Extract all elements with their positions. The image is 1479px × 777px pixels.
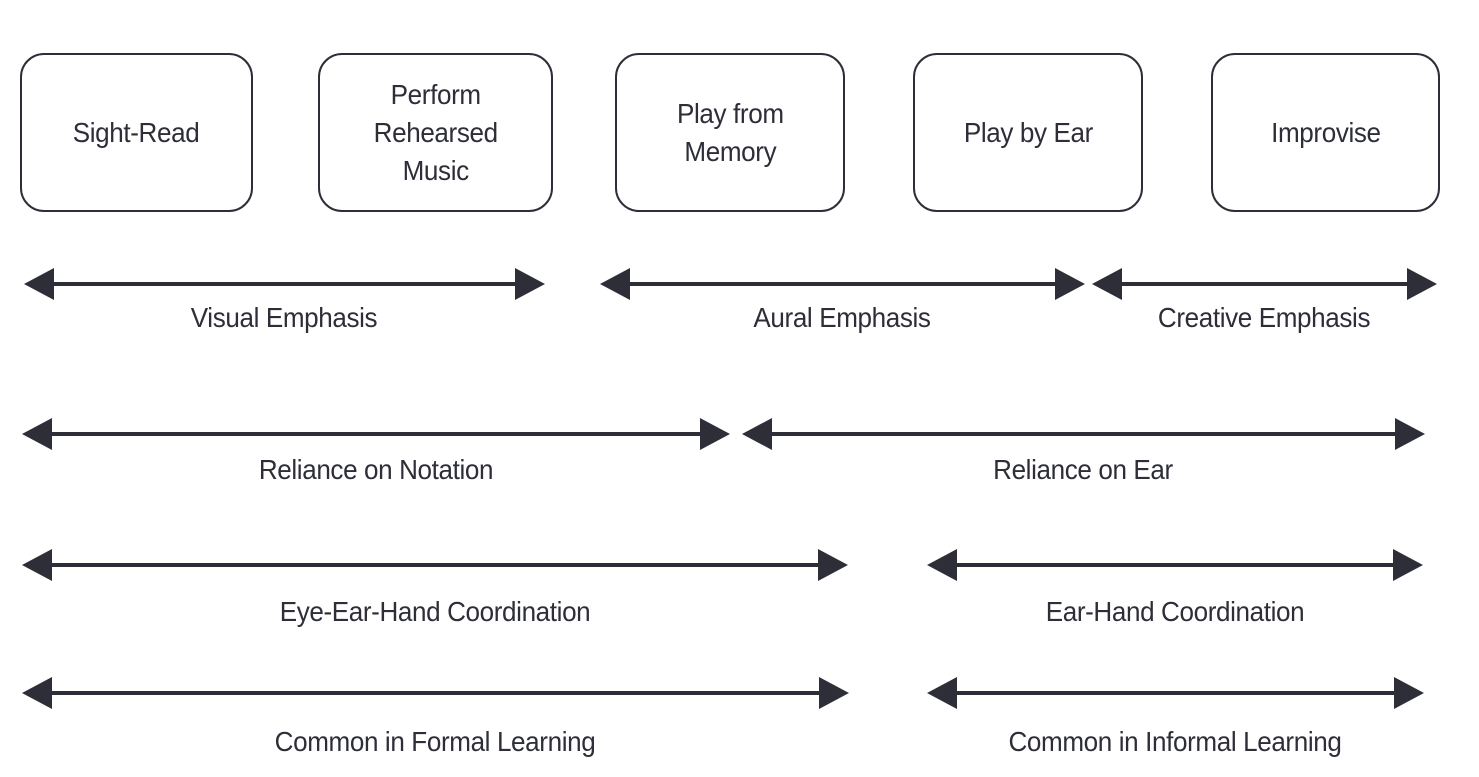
visual-emphasis-label: Visual Emphasis [190, 302, 378, 333]
arrowhead-right-icon [700, 418, 730, 450]
common-in-informal-learning-label: Common in Informal Learning [1008, 726, 1342, 757]
eye-ear-hand-coordination-arrow [22, 549, 848, 581]
reliance-on-ear-arrow [742, 418, 1425, 450]
arrowhead-right-icon [515, 268, 545, 300]
arrowhead-left-icon [742, 418, 772, 450]
creative-emphasis-label: Creative Emphasis [1157, 302, 1371, 333]
skill-box-label: Play by Ear [963, 116, 1093, 148]
ear-hand-coordination-label: Ear-Hand Coordination [1045, 596, 1305, 627]
arrowhead-left-icon [927, 549, 957, 581]
reliance-on-ear-label: Reliance on Ear [993, 454, 1173, 485]
arrowhead-left-icon [1092, 268, 1122, 300]
skill-box-improvise: Improvise [1211, 53, 1440, 212]
skill-box-label: Improvise [1270, 116, 1381, 148]
common-in-informal-learning-arrow [927, 677, 1424, 709]
arrowhead-right-icon [1055, 268, 1085, 300]
skill-box-play-from-memory: Play from Memory [615, 53, 845, 212]
arrowhead-left-icon [24, 268, 54, 300]
skill-box-perform-rehearsed-music: Perform Rehearsed Music [318, 53, 553, 212]
reliance-on-notation-arrow [22, 418, 730, 450]
arrowhead-right-icon [1393, 549, 1423, 581]
arrowhead-right-icon [1395, 418, 1425, 450]
arrowhead-left-icon [22, 418, 52, 450]
creative-emphasis-arrow [1092, 268, 1437, 300]
visual-emphasis-arrow [24, 268, 545, 300]
arrowhead-left-icon [927, 677, 957, 709]
skill-box-label: Sight-Read [73, 116, 200, 148]
skill-box-sight-read: Sight-Read [20, 53, 253, 212]
skill-box-play-by-ear: Play by Ear [913, 53, 1143, 212]
arrowhead-right-icon [819, 677, 849, 709]
arrowhead-left-icon [22, 549, 52, 581]
aural-emphasis-arrow [600, 268, 1085, 300]
reliance-on-notation-label: Reliance on Notation [258, 454, 494, 485]
aural-emphasis-label: Aural Emphasis [753, 302, 931, 333]
arrowhead-right-icon [818, 549, 848, 581]
skill-box-label: Perform Rehearsed Music [373, 78, 498, 186]
arrowhead-right-icon [1394, 677, 1424, 709]
ear-hand-coordination-arrow [927, 549, 1423, 581]
arrowhead-left-icon [600, 268, 630, 300]
eye-ear-hand-coordination-label: Eye-Ear-Hand Coordination [279, 596, 591, 627]
arrowhead-left-icon [22, 677, 52, 709]
arrowhead-right-icon [1407, 268, 1437, 300]
common-in-formal-learning-label: Common in Formal Learning [274, 726, 596, 757]
skill-box-label: Play from Memory [676, 97, 784, 167]
common-in-formal-learning-arrow [22, 677, 849, 709]
